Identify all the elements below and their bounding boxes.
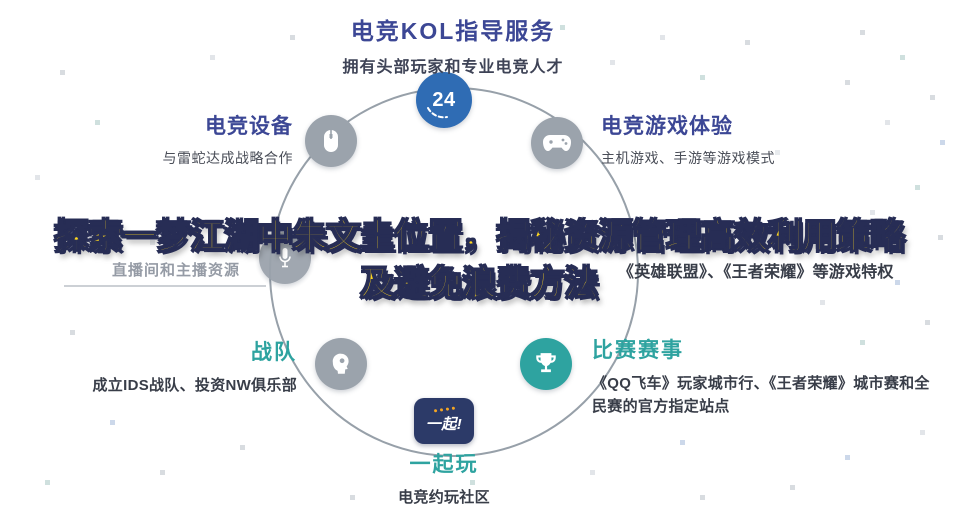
microphone-icon (279, 248, 291, 268)
experience-title: 电竞游戏体验 (601, 115, 733, 138)
clock-24-icon: 24 (432, 88, 456, 111)
dashed-arc-icon (427, 107, 448, 119)
livestream-connector-line (64, 285, 266, 287)
team-subtitle: 成立IDS战队、投资NW俱乐部 (92, 377, 297, 394)
team-title: 战队 (251, 341, 297, 364)
badge-dots-icon (433, 406, 455, 413)
badge-text: 一起! (425, 416, 463, 433)
events-subtitle: 《QQ飞车》玩家城市行、《王者荣耀》城市赛和全民赛的官方指定站点 (592, 375, 930, 415)
equipment-node (305, 115, 357, 167)
yiqi-badge: 一起! (414, 398, 474, 444)
equipment-group: 电竞设备 与雷蛇达成战略合作 (43, 110, 293, 168)
community-group: 一起玩 电竞约玩社区 (294, 448, 594, 510)
trophy-icon (536, 353, 556, 373)
experience-subtitle: 主机游戏、手游等游戏模式 (601, 150, 775, 166)
equipment-title: 电竞设备 (205, 115, 293, 138)
livestream-node (259, 232, 311, 284)
gamepad-icon (543, 135, 571, 151)
headline-line1: 探索一梦江湖中朱文圭位置，揭秘资源管理高效利用策略 (54, 217, 905, 256)
head-profile-icon (332, 353, 349, 374)
kol-24-node: 24 (416, 72, 472, 128)
events-title: 比赛赛事 (592, 339, 684, 362)
experience-group: 电竞游戏体验 主机游戏、手游等游戏模式 (601, 110, 901, 168)
kol-service-title: 电竞KOL指导服务 (350, 18, 556, 44)
equipment-subtitle: 与雷蛇达成战略合作 (162, 150, 293, 166)
privileges-label: 《英雄联盟》、《王者荣耀》等游戏特权 (618, 264, 894, 281)
community-subtitle: 电竞约玩社区 (398, 489, 490, 506)
team-node (315, 338, 367, 390)
kol-service-group: 电竞KOL指导服务 拥有头部玩家和专业电竞人才 (253, 12, 653, 77)
events-node (520, 338, 572, 390)
experience-node (531, 117, 583, 169)
headline-line2: 及避免浪费方法 (360, 264, 599, 303)
kol-service-subtitle: 拥有头部玩家和专业电竞人才 (342, 59, 564, 76)
community-title: 一起玩 (409, 453, 479, 476)
team-group: 战队 成立IDS战队、投资NW俱乐部 (37, 336, 297, 398)
events-group: 比赛赛事 《QQ飞车》玩家城市行、《王者荣耀》城市赛和全民赛的官方指定站点 (592, 334, 944, 418)
livestream-label: 直播间和主播资源 (112, 262, 241, 279)
headline-overlay: 探索一梦江湖中朱文圭位置，揭秘资源管理高效利用策略 及避免浪费方法 (0, 214, 959, 308)
mouse-icon (324, 130, 338, 152)
